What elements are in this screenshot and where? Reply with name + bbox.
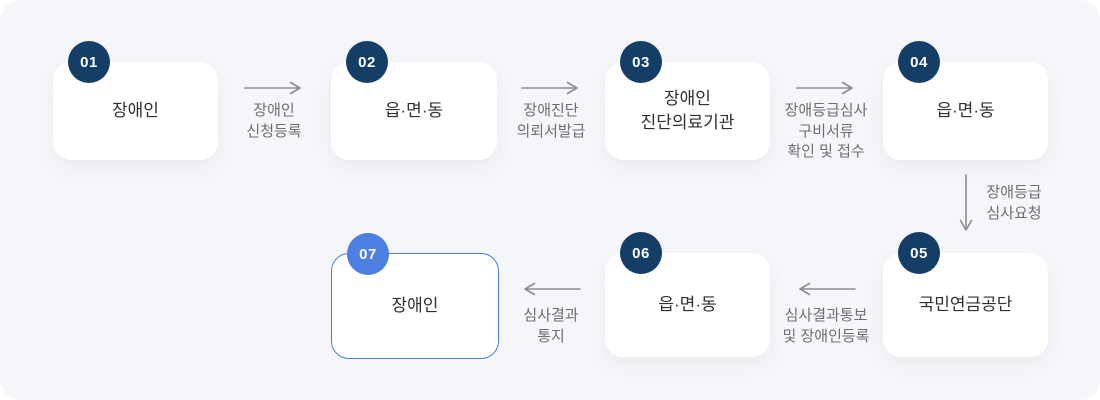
arrow-right-icon (796, 81, 853, 95)
step-number-badge-03: 03 (620, 41, 662, 83)
step-label-01: 장애인 (112, 101, 159, 121)
step-number-badge-02: 02 (346, 41, 388, 83)
transition-label-04-05: 장애등급 심사요청 (986, 184, 1042, 222)
arrow-left-icon (524, 282, 581, 296)
transition-label-06-07: 심사결과 통지 (523, 307, 579, 345)
transition-label-01-02: 장애인 신청등록 (246, 102, 302, 140)
arrow-left-icon (799, 282, 856, 296)
step-number-badge-04: 04 (898, 41, 940, 83)
step-box-04: 04 읍·면·동 (883, 41, 1048, 160)
step-box-06: 06 읍·면·동 (605, 232, 770, 357)
step-number-badge-01: 01 (68, 41, 110, 83)
arrow-right-icon (521, 81, 578, 95)
step-label-06: 읍·면·동 (658, 295, 717, 315)
step-number-badge-06: 06 (620, 232, 662, 274)
step-number-badge-05: 05 (898, 232, 940, 274)
step-number-badge-07: 07 (347, 233, 389, 275)
step-label-04: 읍·면·동 (936, 101, 995, 121)
step-label-03: 장애인 진단의료기관 (640, 89, 735, 132)
transition-label-02-03: 장애진단 의뢰서발급 (516, 102, 586, 140)
step-box-03: 03 장애인 진단의료기관 (605, 41, 770, 160)
step-box-01: 01 장애인 (53, 41, 218, 160)
step-label-05: 국민연금공단 (918, 295, 1013, 315)
arrow-right-icon (244, 81, 301, 95)
step-box-07: 07 장애인 (331, 233, 499, 359)
transition-label-03-04: 장애등급심사 구비서류 확인 및 접수 (784, 102, 868, 161)
step-box-02: 02 읍·면·동 (331, 41, 497, 160)
step-label-07: 장애인 (391, 296, 439, 316)
transition-label-05-06: 심사결과통보 및 장애인등록 (782, 307, 870, 345)
arrow-down-icon (959, 174, 973, 231)
step-box-05: 05 국민연금공단 (883, 232, 1048, 357)
step-label-02: 읍·면·동 (384, 101, 444, 121)
